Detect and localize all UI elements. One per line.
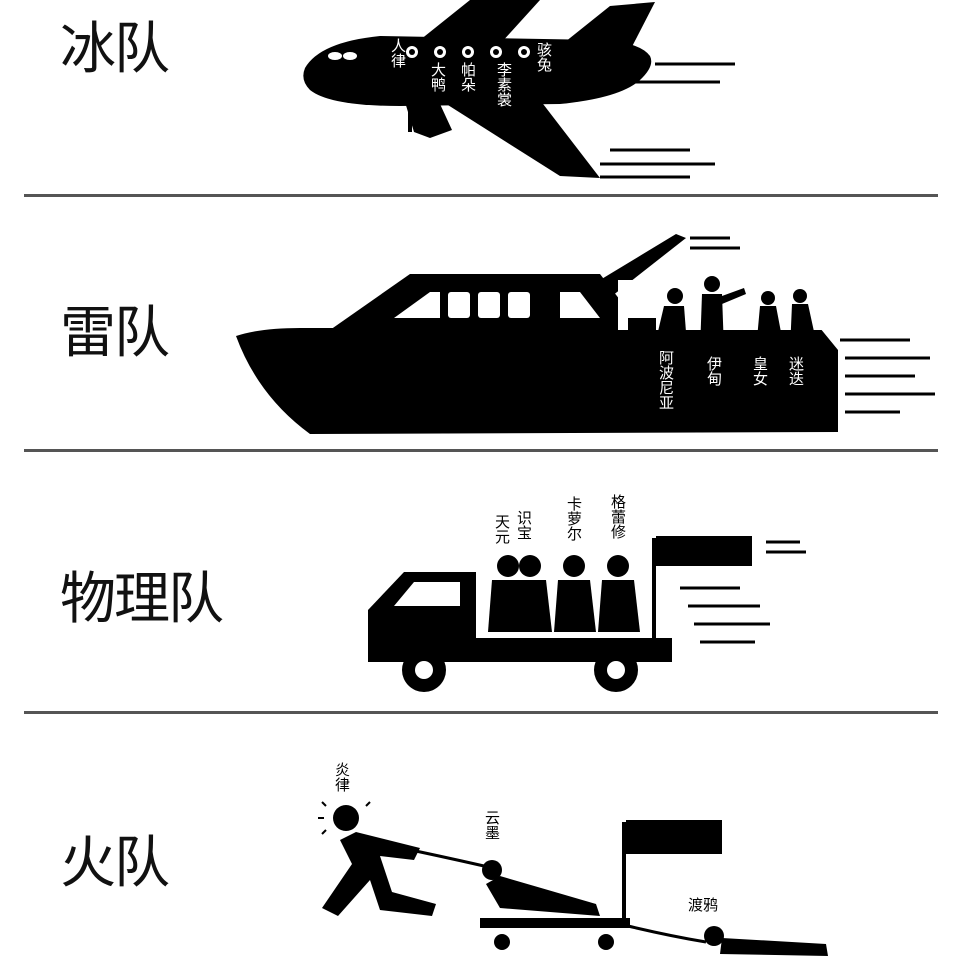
member-label: 帕朵 (459, 62, 477, 92)
truck-icon (368, 536, 806, 692)
airplane-icon (303, 0, 735, 179)
member-label: 皇女 (751, 356, 769, 386)
panel-physical-team: 物理队 天元 识宝 卡萝尔 格蕾修 (0, 456, 960, 708)
pulling-scene-icon (318, 801, 828, 956)
team-name-fire: 火队 (60, 831, 170, 896)
divider (24, 449, 938, 452)
member-label: 李素裳 (495, 62, 513, 107)
divider (24, 194, 938, 197)
member-label: 卡萝尔 (565, 496, 583, 541)
member-label: 天元 (493, 514, 511, 544)
member-label: 云墨 (483, 810, 501, 840)
member-label: 识宝 (515, 510, 533, 540)
member-label: 阿波尼亚 (657, 350, 675, 410)
member-label: 迷迭 (787, 356, 805, 386)
divider (24, 711, 938, 714)
member-label: 骇兔 (535, 42, 553, 72)
member-label: 炎律 (333, 762, 351, 792)
member-label: 人律 (389, 38, 407, 68)
yacht-icon (236, 234, 935, 434)
member-label: 伊甸 (705, 356, 723, 386)
panel-fire-team: 火队 炎律 云墨 渡鸦 (0, 716, 960, 960)
member-label: 渡鸦 (688, 896, 719, 914)
panel-ice-team: 冰队 人律 大鸭 帕朵 李素裳 骇兔 (0, 0, 960, 192)
member-label: 大鸭 (429, 62, 447, 92)
panel-thunder-team: 雷队 (0, 200, 960, 448)
airplane-windows (406, 46, 530, 58)
team-name-physical: 物理队 (60, 567, 224, 632)
member-label: 格蕾修 (609, 494, 627, 539)
team-name-ice: 冰队 (60, 17, 170, 82)
team-name-thunder: 雷队 (60, 301, 170, 366)
